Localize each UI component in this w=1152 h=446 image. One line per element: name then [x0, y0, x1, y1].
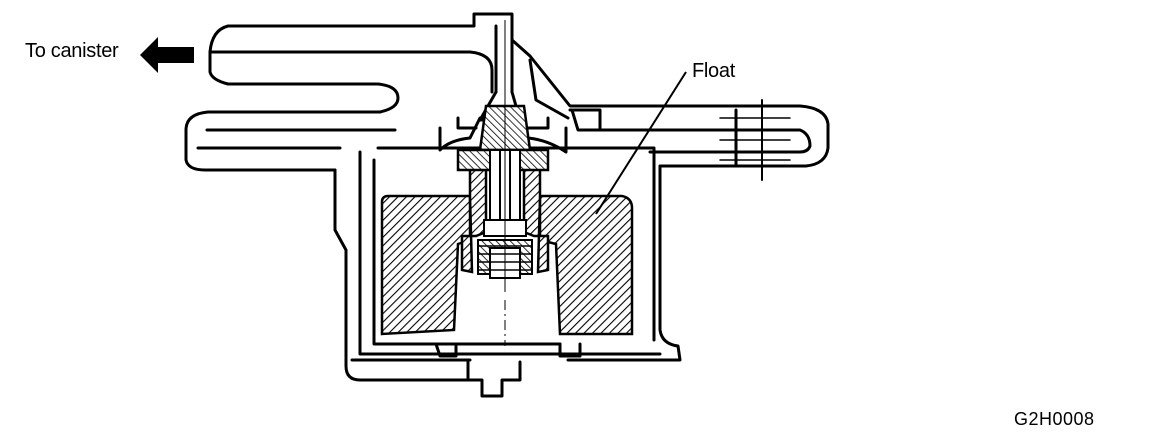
float-body: [380, 104, 634, 336]
needle-valve: [477, 20, 533, 346]
right-arm: [510, 38, 830, 181]
float-leader-line: [595, 71, 687, 215]
arrow-left-icon: [140, 37, 194, 73]
float-label: Float: [692, 60, 735, 82]
valve-housing: [333, 146, 682, 398]
to-canister-label: To canister: [25, 40, 119, 62]
figure-code: G2H0008: [1014, 409, 1095, 429]
canister-pipe: [184, 12, 514, 172]
